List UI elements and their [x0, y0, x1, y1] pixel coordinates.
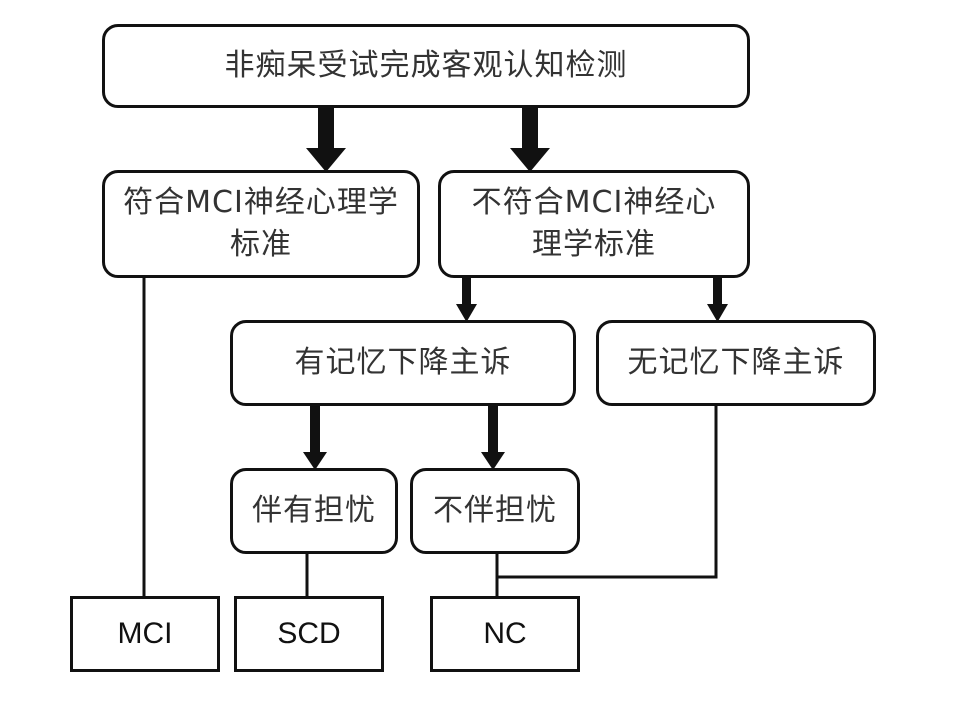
- edge-no-memory-complaint-to-nc: [497, 404, 718, 579]
- outcome-mci: MCI: [70, 596, 220, 672]
- edge-not-meets-to-no-memory-complaint: [707, 276, 728, 322]
- edge-not-meets-to-memory-complaint: [456, 276, 477, 322]
- node-with-worry-label: 伴有担忧: [252, 493, 376, 528]
- outcome-scd-label: SCD: [277, 617, 341, 650]
- outcome-nc: NC: [430, 596, 580, 672]
- node-not-meets-mci: 不符合MCI神经心理学标准: [438, 170, 750, 278]
- outcome-nc-label: NC: [483, 617, 527, 650]
- outcome-mci-label: MCI: [117, 617, 173, 650]
- edge-root-to-not-meets-mci: [510, 106, 550, 172]
- node-without-worry: 不伴担忧: [410, 468, 580, 554]
- node-not-meets-mci-label: 不符合MCI神经心理学标准: [471, 185, 717, 262]
- node-root-label: 非痴呆受试完成客观认知检测: [224, 48, 628, 83]
- node-no-memory-complaint-label: 无记忆下降主诉: [627, 345, 845, 380]
- node-memory-complaint-label: 有记忆下降主诉: [294, 345, 512, 380]
- node-without-worry-label: 不伴担忧: [433, 493, 557, 528]
- node-meets-mci: 符合MCI神经心理学标准: [102, 170, 420, 278]
- edge-root-to-meets-mci: [306, 106, 346, 172]
- node-with-worry: 伴有担忧: [230, 468, 398, 554]
- node-memory-complaint: 有记忆下降主诉: [230, 320, 576, 406]
- outcome-scd: SCD: [234, 596, 384, 672]
- node-root: 非痴呆受试完成客观认知检测: [102, 24, 750, 108]
- node-no-memory-complaint: 无记忆下降主诉: [596, 320, 876, 406]
- edge-memory-complaint-to-with-worry: [303, 404, 327, 470]
- node-meets-mci-label: 符合MCI神经心理学标准: [123, 185, 399, 262]
- edge-memory-complaint-to-without-worry: [481, 404, 505, 470]
